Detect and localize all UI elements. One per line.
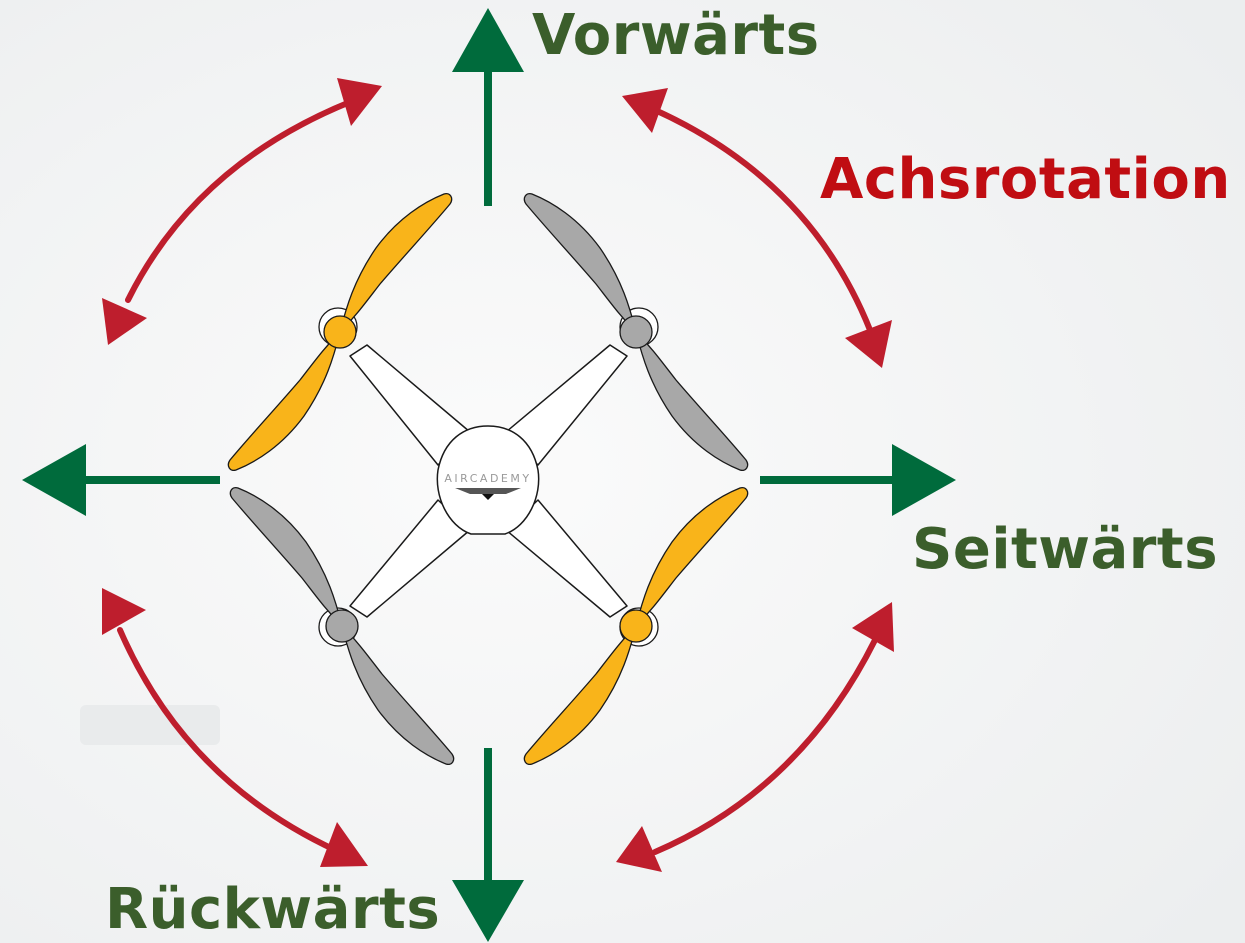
drone: AIRCADEMY [227, 192, 749, 766]
camera-lens-icon [482, 494, 494, 500]
motor-hub [323, 315, 357, 349]
propeller-front-right [523, 192, 749, 472]
motor-hub [619, 315, 653, 349]
label-forward: Vorwärts [532, 3, 820, 68]
arrow-left [22, 444, 220, 516]
label-backward: Rückwärts [105, 877, 441, 942]
motor-hub [619, 609, 653, 643]
arrow-forward [452, 8, 524, 206]
rotation-arrow-top-left [102, 78, 382, 345]
drone-body: AIRCADEMY [436, 425, 540, 535]
label-sideways: Seitwärts [912, 517, 1219, 582]
rotation-arrows [102, 78, 894, 872]
camera-slot [455, 488, 521, 494]
motor-hub [325, 609, 359, 643]
arrow-right [760, 444, 956, 516]
label-axis-rotation: Achsrotation [820, 147, 1231, 212]
rotation-arrow-bottom-right [616, 602, 894, 872]
movement-arrows [22, 8, 956, 942]
rotation-arrow-bottom-left [102, 588, 368, 867]
propeller-rear-left [229, 486, 455, 766]
drone-arms [349, 344, 628, 618]
rotation-arrow-top-right [622, 88, 892, 368]
propeller-rear-right [523, 486, 749, 766]
arrow-backward [452, 748, 524, 942]
propeller-front-left [227, 192, 453, 472]
brand-logo-text: AIRCADEMY [444, 472, 531, 485]
